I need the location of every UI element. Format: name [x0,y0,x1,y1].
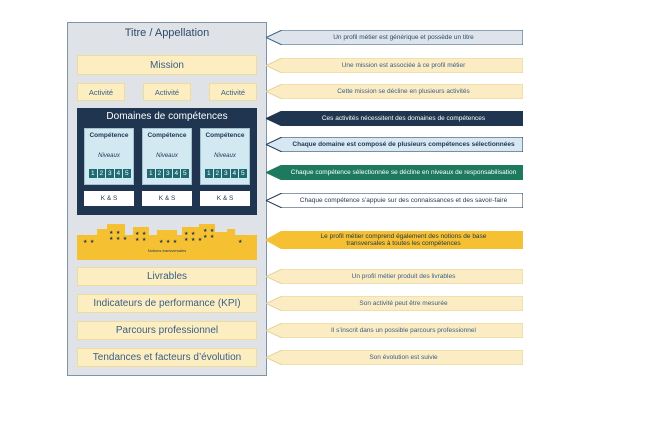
callout-text: Une mission est associée à ce profil mét… [341,62,466,69]
callout-arrow: Il s’inscrit dans un possible parcours p… [266,323,523,338]
arrow-shape [266,111,523,126]
callout-text: Chaque compétence sélectionnée se déclin… [290,169,517,176]
callout-text: Son activité peut être mesurée [359,300,448,307]
job-profile-panel: Titre / Appellation Mission Activité Act… [67,22,267,376]
callout-arrow: Cette mission se décline en plusieurs ac… [266,84,523,99]
career-path-label: Parcours professionnel [115,325,219,336]
trends-label: Tendances et facteurs d’évolution [92,352,242,363]
arrow-shape [266,84,523,99]
activity-label: Activité [154,87,180,97]
profile-title: Titre / Appellation [124,27,210,39]
knowledge-skills-box: K & S [142,191,192,206]
level-cell: 5 [123,169,131,178]
callout-text: Cette mission se décline en plusieurs ac… [337,88,470,95]
arrow-shape [266,269,523,284]
level-cell: 3 [222,169,230,178]
activity-label: Activité [88,87,114,97]
callout-text: Un profil métier produit des livrables [351,273,456,280]
stars-icon: ★ ★ [83,239,95,245]
callout-arrow: Son activité peut être mesurée [266,296,523,311]
callout-arrow: Le profil métier comprend également des … [266,231,523,249]
activity-box: Activité [77,83,125,101]
level-cell: 1 [147,169,155,178]
level-cell: 5 [239,169,247,178]
level-cell: 4 [230,169,238,178]
arrow-shape [266,137,523,152]
callout-arrow: Chaque domaine est composé de plusieurs … [266,137,523,152]
callout-text: Chaque domaine est composé de plusieurs … [292,141,515,148]
arrow-shape [266,231,523,249]
competence-card: Compétence Niveaux 1 2 3 4 5 [200,128,250,185]
callout-text: Ces activités nécessitent des domaines d… [321,115,486,122]
level-cell: 4 [114,169,122,178]
competence-domain-block: Domaines de compétences Compétence Nivea… [77,108,257,215]
callout-arrow: Chaque compétence sélectionnée se déclin… [266,165,523,180]
ks-label: K & S [100,195,118,202]
arrow-shape [266,165,523,180]
arrow-shape [266,323,523,338]
notions-shape [77,224,257,260]
ks-label: K & S [216,195,234,202]
callout-text: Le profil métier comprend également des … [320,233,487,247]
callout-arrow: Une mission est associée à ce profil mét… [266,58,523,73]
ks-label: K & S [158,195,176,202]
kpi-label: Indicateurs de performance (KPI) [93,298,241,309]
level-cell: 4 [172,169,180,178]
notions-label: Notions transversales [147,248,187,253]
stars-icon: ★ ★★ ★ [135,231,147,243]
level-cell: 3 [164,169,172,178]
level-scale: 1 2 3 4 5 [89,169,131,178]
callout-text: Son évolution est suivie [369,354,438,361]
mission-box: Mission [77,55,257,75]
career-path-box: Parcours professionnel [77,321,257,340]
activity-box: Activité [143,83,191,101]
competence-title: Compétence [205,132,245,139]
activity-label: Activité [220,87,246,97]
level-scale: 1 2 3 4 5 [147,169,189,178]
competence-card: Compétence Niveaux 1 2 3 4 5 [142,128,192,185]
competence-card: Compétence Niveaux 1 2 3 4 5 [84,128,134,185]
callout-arrow: Un profil métier produit des livrables [266,269,523,284]
arrow-shape [266,296,523,311]
level-cell: 5 [181,169,189,178]
callout-arrow: Un profil métier est générique et possèd… [266,30,523,45]
stars-icon: ★ ★★ ★ [203,228,215,240]
callout-text: Chaque compétence s’appuie sur des conna… [299,197,508,204]
levels-label: Niveaux [214,153,236,159]
competence-title: Compétence [147,132,187,139]
level-cell: 2 [97,169,105,178]
domain-title: Domaines de compétences [106,111,228,122]
callout-arrow: Chaque compétence s’appuie sur des conna… [266,193,523,208]
callout-text: Un profil métier est générique et possèd… [333,34,474,41]
level-cell: 1 [89,169,97,178]
callout-arrow: Ces activités nécessitent des domaines d… [266,111,523,126]
arrow-shape [266,58,523,73]
mission-label: Mission [150,59,184,71]
stars-icon: ★ ★★ ★ ★ [184,231,203,243]
deliverables-box: Livrables [77,267,257,286]
levels-label: Niveaux [156,153,178,159]
transversal-notions-block: ★ ★ ★ ★★ ★ ★ ★ ★★ ★ ★ ★ ★ ★ ★★ ★ ★ ★ ★★ … [77,221,257,260]
arrow-shape [266,193,523,208]
stars-icon: ★ ★ ★ [159,239,178,245]
callout-arrow: Son évolution est suivie [266,350,523,365]
callout-text: Il s’inscrit dans un possible parcours p… [331,327,476,334]
level-cell: 1 [205,169,213,178]
level-cell: 3 [106,169,114,178]
levels-label: Niveaux [98,153,120,159]
arrow-shape [266,30,523,45]
competence-title: Compétence [89,132,129,139]
trends-box: Tendances et facteurs d’évolution [77,348,257,367]
knowledge-skills-box: K & S [200,191,250,206]
knowledge-skills-box: K & S [84,191,134,206]
level-cell: 2 [155,169,163,178]
arrow-shape [266,350,523,365]
stars-icon: ★ ★★ ★ ★ [109,230,128,242]
activity-box: Activité [209,83,257,101]
deliverables-label: Livrables [146,271,188,282]
level-cell: 2 [213,169,221,178]
star-icon: ★ [238,239,243,245]
level-scale: 1 2 3 4 5 [205,169,247,178]
kpi-box: Indicateurs de performance (KPI) [77,294,257,313]
